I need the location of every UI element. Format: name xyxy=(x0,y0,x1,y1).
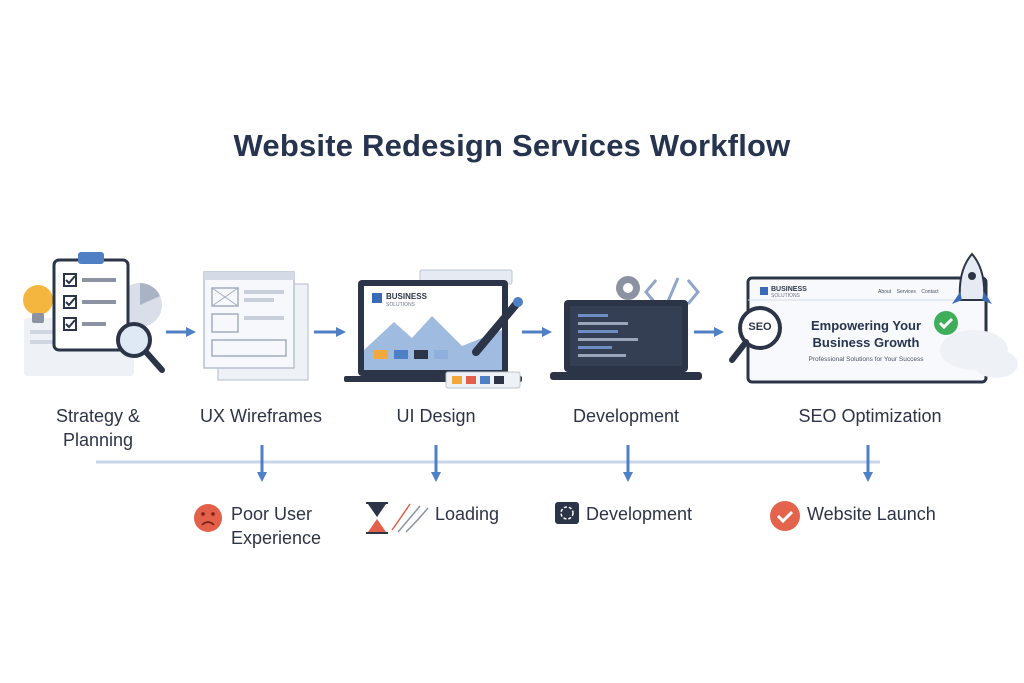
seo-mockup-nav: About Services Contact xyxy=(878,289,939,295)
outcome-launch-label: Website Launch xyxy=(807,504,936,524)
development-illustration xyxy=(550,276,702,380)
nav-contact: Contact xyxy=(921,289,939,295)
page-title: Website Redesign Services Workflow xyxy=(233,128,791,163)
lightbulb-icon xyxy=(23,285,53,323)
check-circle-icon xyxy=(770,501,800,531)
outcome-development-label: Development xyxy=(586,504,693,524)
seo-magnifier-icon xyxy=(729,306,782,363)
check-badge-icon xyxy=(934,311,958,335)
nav-services: Services xyxy=(896,289,916,295)
nav-about: About xyxy=(878,289,892,295)
ui-design-illustration xyxy=(344,269,523,389)
outcome-poor-ux-line2: Experience xyxy=(231,528,322,548)
seo-mockup-brand: BUSINESS SOLUTIONS xyxy=(771,286,807,300)
sad-face-icon xyxy=(194,504,222,532)
seo-headline: Empowering Your Business Growth xyxy=(800,317,932,351)
ui-brand-line1: BUSINESS xyxy=(386,292,427,301)
outcome-poor-ux-line1: Poor User xyxy=(231,504,313,524)
seo-tagline: Professional Solutions for Your Success xyxy=(808,356,924,363)
step-development-label: Development xyxy=(572,406,680,426)
step-seo-label: SEO Optimization xyxy=(798,406,942,426)
step-wireframes-label: UX Wireframes xyxy=(199,406,322,426)
clipboard-icon xyxy=(52,252,130,352)
step-strategy-line1: Strategy & xyxy=(55,406,141,426)
seo-brand-line2: SOLUTIONS xyxy=(771,293,800,299)
seo-headline-line2: Business Growth xyxy=(812,335,920,350)
color-palette-icon xyxy=(445,371,521,389)
progress-square-icon xyxy=(555,502,579,524)
gear-icon xyxy=(616,276,640,300)
seo-headline-line1: Empowering Your xyxy=(810,318,922,333)
pen-icon xyxy=(472,297,523,356)
ui-brand-line2: SOLUTIONS xyxy=(386,302,415,308)
rocket-icon xyxy=(940,252,1018,378)
seo-brand-line1: BUSINESS xyxy=(771,286,807,293)
outcome-connectors xyxy=(96,445,880,482)
seo-illustration xyxy=(729,252,1018,384)
ui-mockup-brand: BUSINESS SOLUTIONS xyxy=(386,293,427,309)
outcome-loading-label: Loading xyxy=(435,504,500,524)
step-strategy-line2: Planning xyxy=(62,430,134,450)
strategy-illustration xyxy=(23,252,165,376)
step-ui-design-label: UI Design xyxy=(396,406,476,426)
seo-badge: SEO xyxy=(748,321,772,333)
step-strategy-label: Strategy & Planning xyxy=(40,404,156,452)
outcome-poor-ux-label: Poor User Experience xyxy=(231,502,321,550)
wireframes-illustration xyxy=(203,271,309,381)
magnifier-icon xyxy=(116,322,165,373)
hourglass-icon xyxy=(366,502,429,534)
